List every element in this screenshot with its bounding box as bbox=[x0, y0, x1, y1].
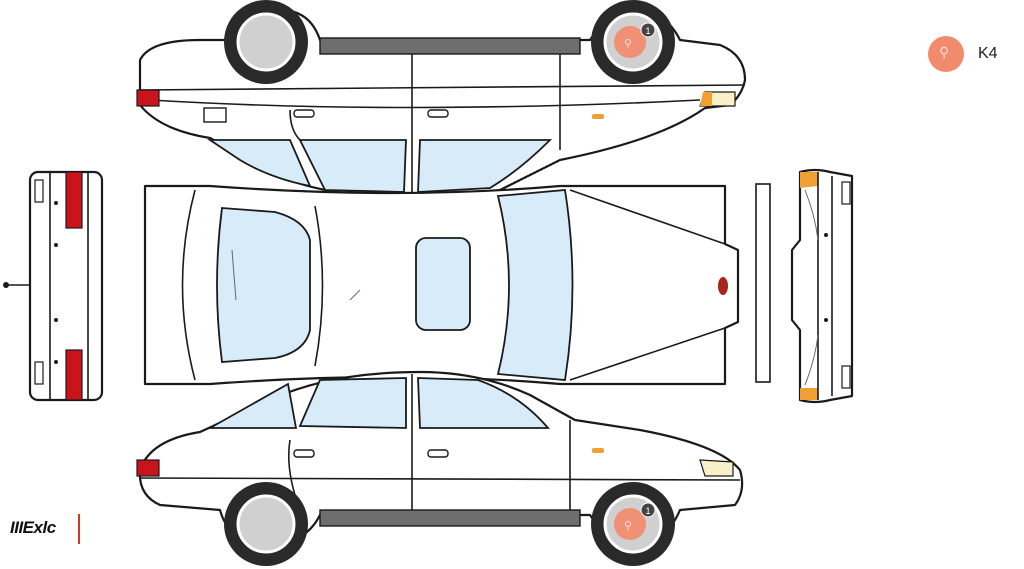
front-windshield bbox=[496, 189, 574, 381]
rocker-trim-top bbox=[319, 37, 581, 55]
brand-logo-text: Exlc bbox=[22, 518, 56, 537]
taillight-top bbox=[136, 89, 160, 107]
taillight-bottom bbox=[136, 459, 160, 477]
sunroof bbox=[415, 237, 471, 331]
damage-marker[interactable]: ⚲ 1 bbox=[614, 502, 656, 540]
hood-emblem bbox=[718, 277, 728, 295]
rear-view bbox=[3, 170, 104, 402]
front-view bbox=[790, 168, 854, 404]
window-rear-bottom bbox=[206, 382, 298, 429]
rear-windshield bbox=[216, 207, 311, 363]
damage-marker[interactable]: ⚲ 1 bbox=[614, 22, 656, 58]
legend: ⚲ K4 bbox=[928, 36, 998, 72]
brand-logo-bar bbox=[78, 514, 80, 544]
svg-text:⚲: ⚲ bbox=[624, 38, 632, 50]
headlight-bottom bbox=[699, 459, 734, 477]
rocker-trim-bottom bbox=[319, 509, 581, 527]
window-rear-top bbox=[207, 139, 312, 188]
bumper-strip bbox=[755, 183, 771, 383]
roof-view bbox=[143, 184, 740, 386]
legend-marker-icon: ⚲ bbox=[928, 36, 964, 72]
window-rear-door-bottom bbox=[298, 377, 407, 429]
brand-logo: IIIExlc bbox=[10, 514, 80, 544]
window-front-door-top bbox=[417, 139, 553, 193]
side-view-bottom bbox=[136, 370, 744, 566]
window-front-door-bottom bbox=[417, 377, 550, 429]
svg-text:1: 1 bbox=[645, 26, 650, 36]
svg-text:⚲: ⚲ bbox=[624, 520, 632, 532]
legend-label: K4 bbox=[978, 45, 998, 62]
svg-text:1: 1 bbox=[645, 506, 650, 516]
